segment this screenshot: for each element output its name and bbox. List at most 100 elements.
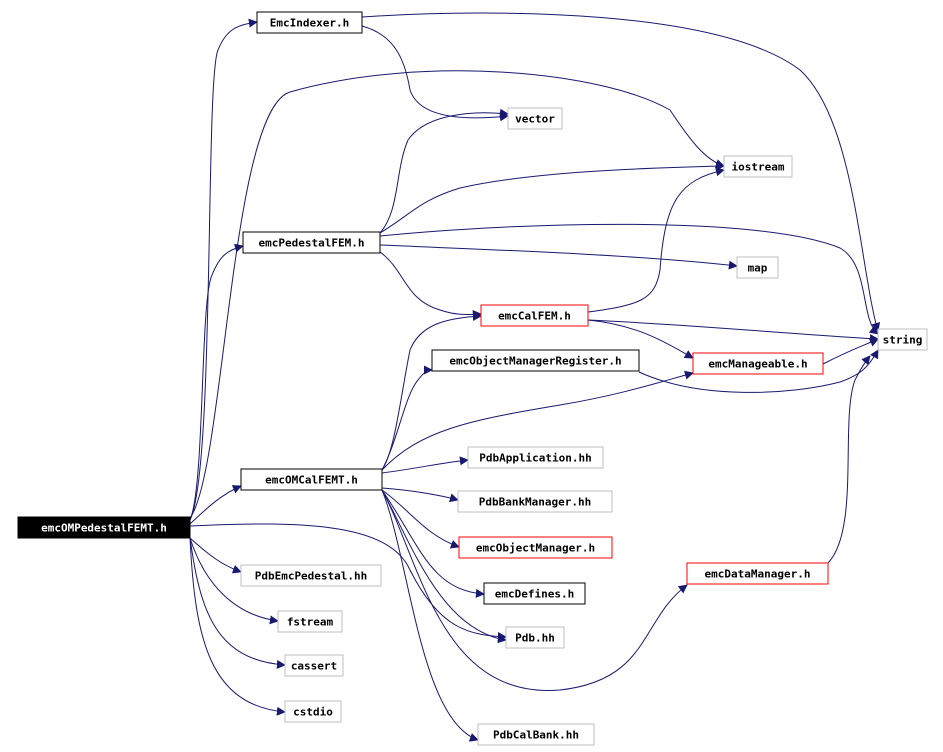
edge-root-to-cassert [189,537,286,669]
edge-emcpedfem-to-string [379,223,879,335]
node-emcom[interactable]: emcObjectManager.h [458,536,613,559]
edge-root-to-emcpedfem [189,243,244,521]
node-box [240,564,382,587]
edge-root-to-pdbemcped [189,537,242,574]
node-emcdatamgr[interactable]: emcDataManager.h [686,562,829,585]
edge-emcomcal-to-emcomr [381,365,433,471]
edge-emcindexer-to-vector [361,25,509,122]
edge-emcpedfem-to-emccalfem [379,251,482,319]
edge-emcpedfem-to-map [379,244,738,270]
node-box [483,582,586,605]
node-label: string [883,334,923,347]
node-pdbhh[interactable]: Pdb.hh [505,626,565,649]
nodes-layer: emcOMPedestalFEMT.h EmcIndexer.h vector ios… [17,11,928,746]
node-box [467,446,604,469]
node-pdbbank[interactable]: PdbBankManager.hh [457,490,613,513]
node-map[interactable]: map [736,256,779,279]
node-box [723,155,793,178]
edge-emcomcal-to-emcmanageable [381,370,694,471]
node-emcomcal[interactable]: emcOMCalFEMT.h [240,468,383,491]
edge-root-to-emcindexer [189,18,258,521]
node-box [457,490,613,513]
edge-emcpedfem-to-iostream [379,161,725,234]
node-label: cassert [291,660,337,673]
node-emcomr[interactable]: emcObjectManagerRegister.h [431,349,640,372]
node-pdbemcped[interactable]: PdbEmcPedestal.hh [240,564,382,587]
edge-emcomcal-to-emcdatamgr [381,489,688,691]
node-vector[interactable]: vector [507,107,563,130]
edge-root-to-fstream [189,537,279,625]
node-cassert[interactable]: cassert [284,654,344,677]
edge-emcdatamgr-to-emcmanageable [827,355,871,564]
node-label: PdbApplication.hh [479,452,592,465]
edge-emcindexer-to-string [361,12,881,332]
edge-emcomcal-to-pdbapp [381,456,469,474]
node-pdbapp[interactable]: PdbApplication.hh [467,446,604,469]
edge-emcomr-to-string [638,349,879,393]
node-box [240,468,383,491]
node-box [477,723,595,746]
node-emcmanageable[interactable]: emcManageable.h [692,352,824,375]
node-label: emcPedestalFEM.h [259,237,365,250]
node-label: emcObjectManager.h [476,542,595,555]
node-label: cstdio [293,706,333,719]
node-emcpedfem[interactable]: emcPedestalFEM.h [242,231,381,254]
node-label: PdbCalBank.hh [493,729,579,742]
node-label: emcDataManager.h [705,568,811,581]
node-box [480,304,589,327]
node-box [284,700,342,723]
node-label: PdbBankManager.hh [479,496,592,509]
node-label: iostream [732,161,785,174]
node-label: emcCalFEM.h [498,310,571,323]
edge-emcomcal-to-emccalfem [381,311,482,471]
node-label: emcManageable.h [708,358,807,371]
edge-emcpedfem-to-vector [379,108,509,234]
node-box [431,349,640,372]
edge-emcomcal-to-pdbhh [381,489,507,644]
node-emccalfem[interactable]: emcCalFEM.h [480,304,589,327]
node-box [284,654,344,677]
edge-emccalfem-to-iostream [587,167,725,313]
node-box [736,256,779,279]
node-label: PdbEmcPedestal.hh [255,570,368,583]
edge-root-to-pdbhh [189,523,507,642]
node-iostream[interactable]: iostream [723,155,793,178]
node-label: map [748,262,768,275]
node-box [17,516,191,539]
edges-layer [189,12,881,742]
edge-root-to-iostream [189,70,725,519]
node-label: EmcIndexer.h [270,17,349,30]
node-root: emcOMPedestalFEMT.h [17,516,191,539]
edge-root-to-cstdio [189,537,286,716]
edge-emccalfem-to-emcmanageable [587,319,694,359]
node-label: fstream [287,616,334,629]
node-label: vector [515,113,555,126]
node-label: emcOMPedestalFEMT.h [41,522,167,535]
node-string[interactable]: string [877,328,928,351]
node-box [505,626,565,649]
node-pdbcalbank[interactable]: PdbCalBank.hh [477,723,595,746]
edge-root-to-emcomcal [189,485,242,525]
node-box [256,11,363,34]
edge-emcmanageable-to-string [822,338,879,365]
node-emcindexer[interactable]: EmcIndexer.h [256,11,363,34]
node-box [877,328,928,351]
edge-emcomcal-to-pdbcalbank [381,489,479,742]
node-box [458,536,613,559]
node-label: Pdb.hh [515,632,555,645]
node-fstream[interactable]: fstream [277,610,343,633]
node-box [692,352,824,375]
node-box [242,231,381,254]
edge-emcomcal-to-emcom [381,489,460,549]
node-box [686,562,829,585]
node-cstdio[interactable]: cstdio [284,700,342,723]
node-box [277,610,343,633]
node-label: emcOMCalFEMT.h [265,474,358,487]
node-emcdefines[interactable]: emcDefines.h [483,582,586,605]
edge-emcomcal-to-emcdefines [381,489,485,598]
node-label: emcObjectManagerRegister.h [449,355,621,368]
edge-emccalfem-to-string [587,319,879,344]
node-label: emcDefines.h [495,588,574,601]
node-box [507,107,563,130]
